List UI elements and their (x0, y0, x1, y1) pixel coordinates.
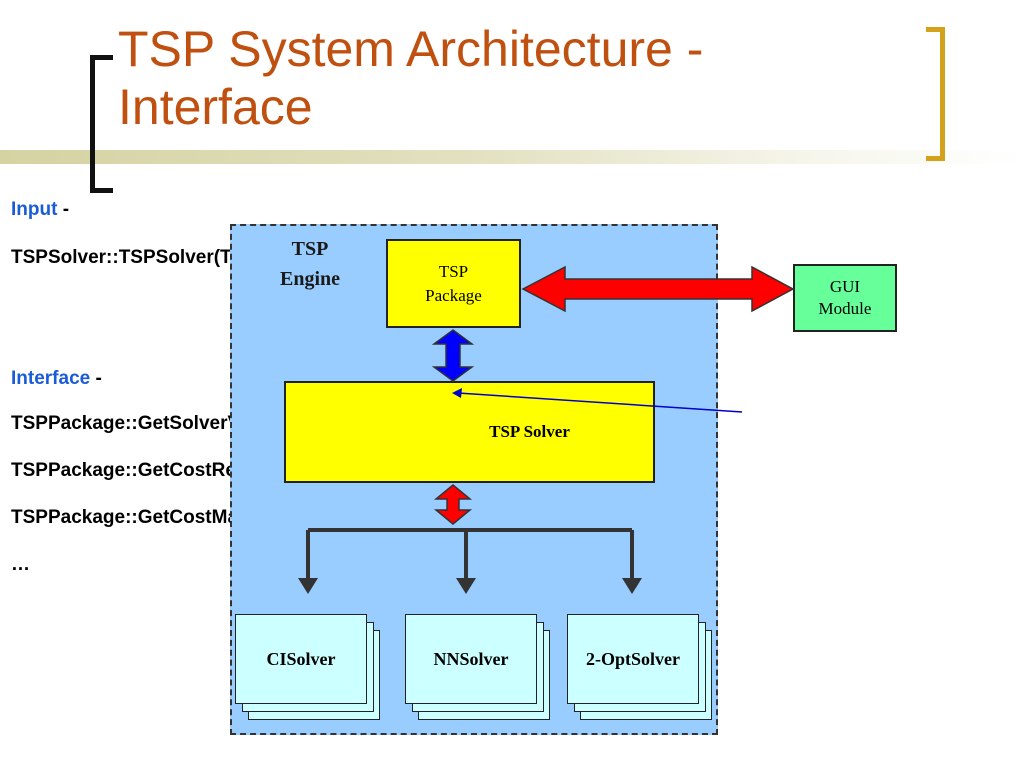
interface-dash: - (90, 368, 102, 389)
cisolver-box: CISolver (235, 614, 367, 704)
interface-method-ellipsis: … (11, 554, 30, 575)
interface-method: TSPPackage::GetCostRepOpt() (11, 460, 293, 481)
slide-title: TSP System Architecture - Interface (118, 21, 704, 135)
pointer-line-icon (452, 388, 743, 413)
nnsolver-box: NNSolver (405, 614, 537, 704)
double-arrow-vertical-icon (431, 329, 475, 382)
input-heading: Input - (11, 198, 69, 222)
double-arrow-vertical-icon (433, 484, 473, 525)
twoopt-solver-stack: 2-OptSolver (567, 614, 712, 720)
interface-keyword: Interface (11, 368, 91, 389)
tsp-package-box: TSP Package (386, 239, 521, 328)
right-bracket-icon (926, 27, 945, 161)
twoopt-solver-box: 2-OptSolver (567, 614, 699, 704)
tree-connector-icon (298, 528, 642, 594)
left-bracket-icon (90, 55, 113, 193)
nnsolver-stack: NNSolver (405, 614, 550, 720)
double-arrow-horizontal-icon (521, 265, 795, 313)
cisolver-stack: CISolver (235, 614, 380, 720)
interface-method: TSPPackage::GetCostMatrix() (11, 507, 281, 528)
input-dash: - (57, 199, 70, 220)
gui-module-box: GUI Module (793, 264, 897, 332)
tsp-solver-box: TSP Solver (284, 381, 655, 483)
title-underline-rule (0, 150, 1024, 164)
input-keyword: Input (11, 199, 58, 220)
interface-heading: Interface - (11, 367, 102, 391)
tsp-engine-label: TSP Engine (279, 238, 341, 290)
